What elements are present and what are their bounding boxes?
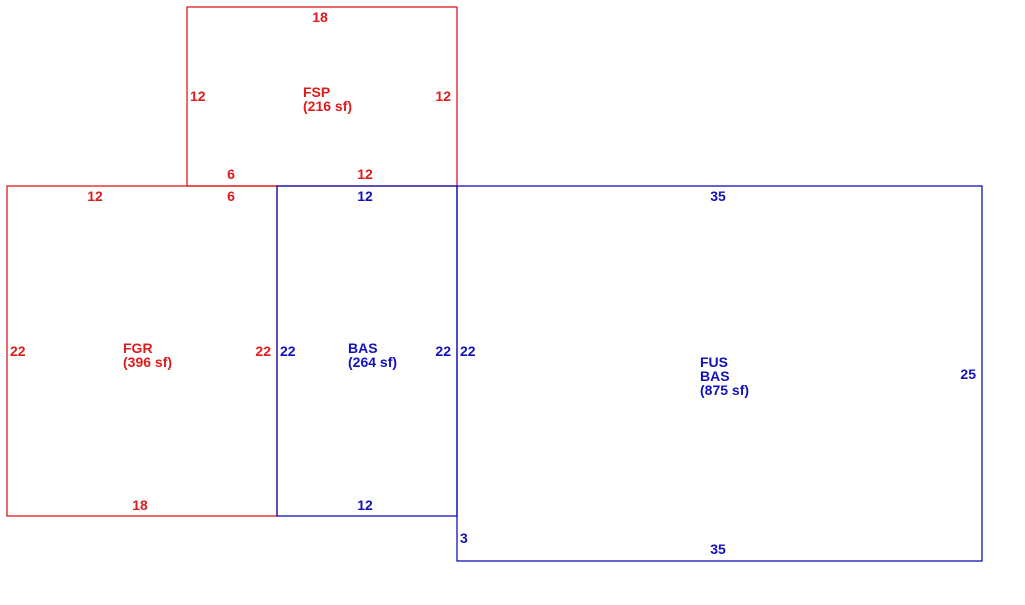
fsp-left-dim: 12: [190, 88, 206, 104]
bas-code-label: BAS: [348, 340, 378, 356]
fus-code-label: FUS: [700, 354, 728, 370]
fus-bas-section: [456, 185, 983, 562]
bas-bottom-dim: 12: [357, 497, 373, 513]
fsp-right-dim: 12: [435, 88, 451, 104]
fgr-top-left-dim: 12: [87, 188, 103, 204]
bas-area-label: (264 sf): [348, 354, 397, 370]
fsp-area-label: (216 sf): [303, 98, 352, 114]
fgr-bottom-dim: 18: [132, 497, 148, 513]
fus-bas-outline: [456, 185, 983, 562]
fsp-top-dim: 18: [312, 9, 328, 25]
fgr-area-label: (396 sf): [123, 354, 172, 370]
fgr-right-dim: 22: [255, 343, 271, 359]
bas-left-dim: 22: [280, 343, 296, 359]
fsp-code-label: FSP: [303, 84, 330, 100]
bas-top-dim: 12: [357, 188, 373, 204]
fus-bottom-dim: 35: [710, 541, 726, 557]
fus-bas-code-label: BAS: [700, 368, 730, 384]
fsp-bottom-left-dim: 6: [227, 166, 235, 182]
fgr-code-label: FGR: [123, 340, 153, 356]
fgr-left-dim: 22: [10, 343, 26, 359]
fus-area-label: (875 sf): [700, 382, 749, 398]
fsp-bottom-right-dim: 12: [357, 166, 373, 182]
fus-right-dim: 25: [960, 366, 976, 382]
fgr-top-right-dim: 6: [227, 188, 235, 204]
bas-right-dim: 22: [435, 343, 451, 359]
fus-step-dim: 3: [460, 530, 468, 546]
fus-top-dim: 35: [710, 188, 726, 204]
fus-left-dim: 22: [460, 343, 476, 359]
